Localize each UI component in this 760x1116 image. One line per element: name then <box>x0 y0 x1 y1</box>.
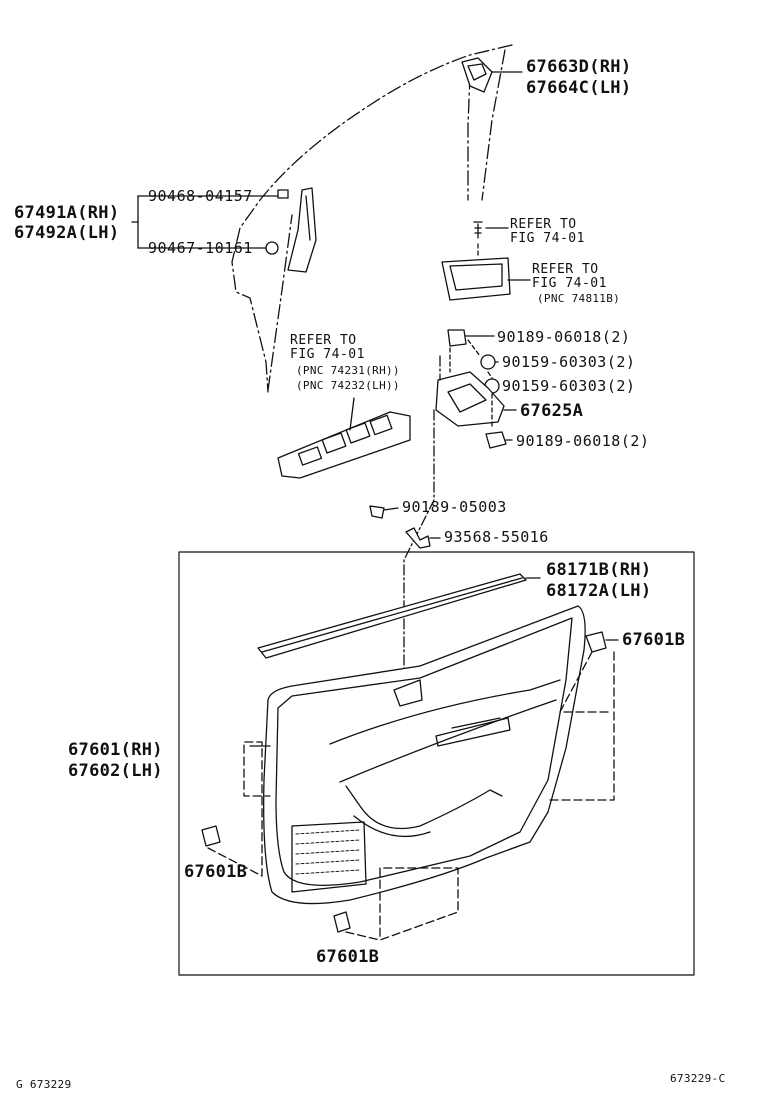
footer-left-code: G 673229 <box>16 1078 72 1091</box>
label-bracket: 67625A <box>520 401 584 421</box>
weatherstrip-part <box>257 573 541 659</box>
trim-clips <box>201 631 619 941</box>
board-box <box>178 551 695 976</box>
bracket-assembly <box>403 329 517 691</box>
upper-stay-bracket <box>461 57 523 93</box>
label-clip-right: 67601B <box>622 630 686 650</box>
label-refer-to-3: REFER TO <box>290 333 357 348</box>
label-pnc-2: (PNC 74811B) <box>537 292 621 305</box>
window-switch-part <box>277 397 411 479</box>
door-trim-board <box>249 605 586 905</box>
inner-handle-parts <box>441 221 531 301</box>
footer-right-code: 673229-C <box>670 1072 726 1085</box>
label-stay-rh: 67663D(RH) <box>526 57 632 77</box>
label-fig-2: FIG 74-01 <box>532 276 607 291</box>
label-screw-top: 90468-04157 <box>148 187 253 205</box>
label-clip-left: 67601B <box>184 862 248 882</box>
label-clip-bottom: 90467-10161 <box>148 239 253 257</box>
label-clip-bottom-b: 67601B <box>316 947 380 967</box>
label-nut-2: 90189-06018(2) <box>516 432 650 450</box>
label-pnc-3a: (PNC 74231(RH)) <box>296 364 400 377</box>
label-stay-lh: 67664C(LH) <box>526 78 632 98</box>
label-garnish-rh: 67491A(RH) <box>14 203 120 223</box>
label-board-lh: 67602(LH) <box>68 761 163 781</box>
label-refer-to-1: REFER TO <box>510 217 577 232</box>
garnish-part <box>131 187 317 273</box>
label-clip-cap: 93568-55016 <box>444 528 549 546</box>
clip-parts <box>369 505 441 549</box>
label-nut-3: 90189-05003 <box>402 498 507 516</box>
label-screw-2: 90159-60303(2) <box>502 377 636 395</box>
label-screw-1: 90159-60303(2) <box>502 353 636 371</box>
label-fig-3: FIG 74-01 <box>290 347 365 362</box>
label-fig-1: FIG 74-01 <box>510 231 585 246</box>
label-pnc-3b: (PNC 74232(LH)) <box>296 379 400 392</box>
door-frame-outline <box>231 44 513 393</box>
label-board-rh: 67601(RH) <box>68 740 163 760</box>
label-weatherstrip-lh: 68172A(LH) <box>546 581 652 601</box>
label-nut-1: 90189-06018(2) <box>497 328 631 346</box>
label-garnish-lh: 67492A(LH) <box>14 223 120 243</box>
label-weatherstrip-rh: 68171B(RH) <box>546 560 652 580</box>
label-refer-to-2: REFER TO <box>532 262 599 277</box>
